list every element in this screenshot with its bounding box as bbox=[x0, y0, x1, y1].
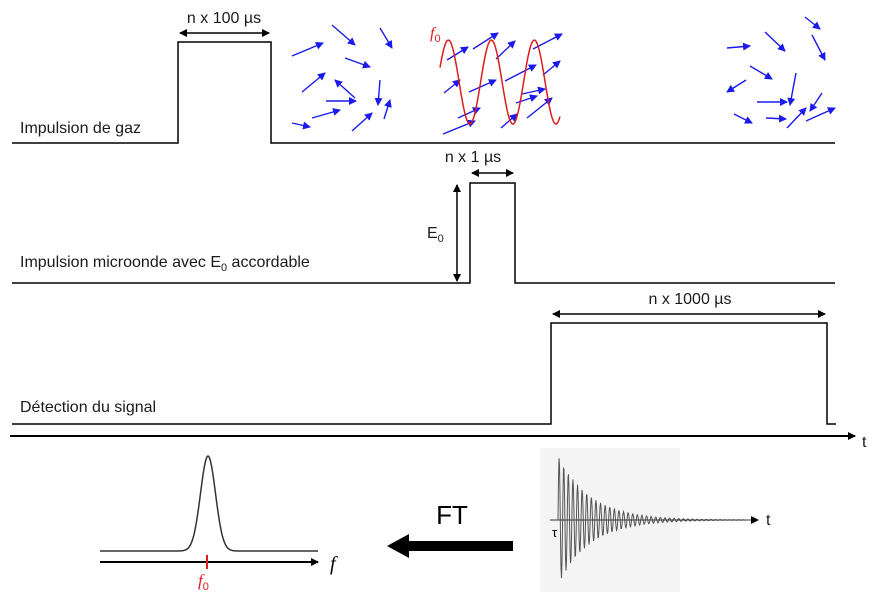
molecule-arrow bbox=[344, 57, 371, 69]
molecule-arrow bbox=[331, 24, 356, 46]
molecule-arrow bbox=[726, 79, 747, 93]
molecule-arrow bbox=[787, 72, 797, 106]
molecule-arrow bbox=[804, 16, 821, 30]
gas-pulse-label: Impulsion de gaz bbox=[20, 120, 141, 137]
microwave-duration-label: n x 1 µs bbox=[445, 149, 501, 166]
molecule-arrow bbox=[443, 79, 461, 94]
molecule-arrow bbox=[811, 34, 826, 61]
detection-trace bbox=[12, 322, 836, 425]
molecule-arrow bbox=[765, 114, 787, 123]
molecule-arrow bbox=[521, 86, 546, 95]
frequency-axis-label: f bbox=[330, 553, 338, 575]
gas-pulse-trace bbox=[12, 41, 835, 144]
peak-frequency-label: f0 bbox=[198, 571, 209, 592]
ft-label: FT bbox=[436, 500, 468, 530]
molecule-arrow bbox=[472, 32, 499, 50]
molecule-arrow bbox=[809, 92, 823, 112]
molecule-arrow bbox=[291, 42, 324, 57]
molecule-arrow bbox=[311, 108, 341, 119]
molecule-arrow bbox=[442, 119, 476, 135]
microwave-pulse-trace bbox=[12, 182, 835, 284]
microwave-pulse-label: Impulsion microonde avec E0 accordable bbox=[20, 254, 310, 274]
ft-arrow bbox=[387, 534, 513, 558]
amplitude-label: E0 bbox=[427, 225, 444, 245]
molecule-arrow bbox=[446, 46, 469, 61]
molecule-arrow bbox=[495, 40, 516, 60]
molecule-arrow bbox=[805, 107, 836, 122]
molecule-arrow bbox=[374, 79, 383, 106]
microwave-pulse-row: n x 1 µs E0 Impulsion microonde avec E0 … bbox=[12, 149, 835, 284]
molecule-arrow bbox=[457, 107, 481, 119]
molecule-arrow bbox=[733, 113, 753, 124]
molecule-arrow bbox=[749, 65, 773, 80]
detection-row: n x 1000 µs Détection du signal bbox=[12, 291, 836, 425]
time-axis-label: t bbox=[862, 434, 867, 451]
molecule-arrow bbox=[351, 112, 373, 132]
molecule-arrow bbox=[542, 60, 561, 76]
molecule-arrow bbox=[726, 42, 751, 51]
fid-time-label: t bbox=[766, 512, 771, 529]
detection-duration-label: n x 1000 µs bbox=[648, 291, 731, 308]
detection-label: Détection du signal bbox=[20, 399, 156, 416]
frequency-spectrum: f f0 bbox=[100, 455, 338, 592]
molecule-arrow bbox=[532, 33, 563, 50]
molecule-arrows bbox=[291, 16, 836, 135]
fourier-transform: FT bbox=[387, 500, 513, 558]
wave-frequency-label: f0 bbox=[430, 25, 441, 45]
molecule-arrow bbox=[504, 64, 537, 82]
molecule-arrow bbox=[468, 79, 497, 93]
spectrum-peak bbox=[100, 455, 318, 552]
molecule-arrow bbox=[500, 113, 518, 129]
molecule-arrow bbox=[764, 31, 786, 52]
molecule-arrow bbox=[786, 107, 807, 129]
molecule-arrow bbox=[291, 121, 311, 130]
molecule-arrow bbox=[515, 94, 538, 104]
molecule-arrow bbox=[334, 79, 356, 99]
molecule-arrow bbox=[301, 72, 326, 93]
molecule-arrow bbox=[379, 27, 393, 49]
free-induction-decay: t τ bbox=[540, 448, 771, 592]
molecule-arrow bbox=[383, 99, 392, 120]
microwave-wave bbox=[439, 39, 561, 125]
gas-pulse-row: n x 100 µs Impulsion de gaz f0 bbox=[12, 10, 836, 144]
gas-duration-label: n x 100 µs bbox=[187, 10, 261, 27]
fid-origin-label: τ bbox=[552, 525, 558, 540]
